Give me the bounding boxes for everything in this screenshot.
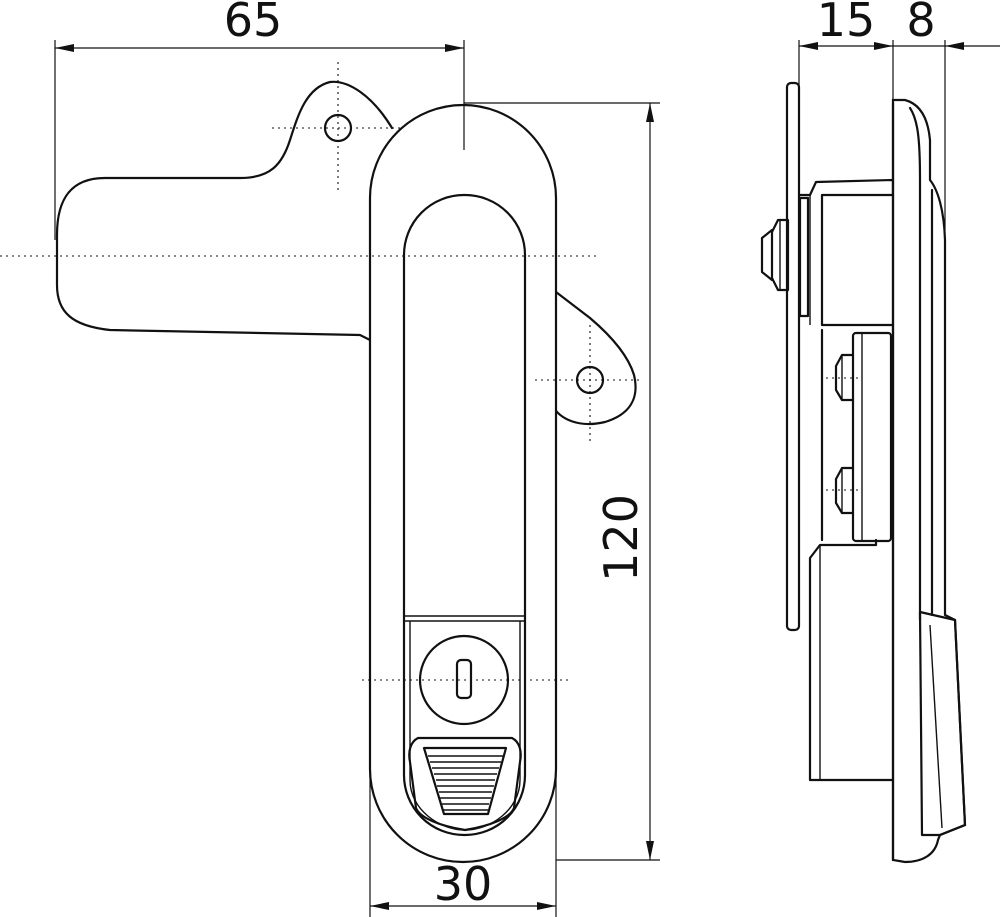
dim-width: 30 xyxy=(369,500,557,917)
center-lines xyxy=(0,62,640,681)
dim-width-label: 30 xyxy=(434,857,493,911)
handle-arm xyxy=(55,80,394,342)
dim-handle-length: 65 xyxy=(54,0,465,240)
upper-stud-tip xyxy=(760,228,774,282)
front-view xyxy=(0,62,640,864)
bracket-upper xyxy=(798,178,895,327)
push-trigger xyxy=(408,736,522,832)
upper-stud-washer xyxy=(798,196,810,318)
upper-stud-nut xyxy=(770,218,790,292)
keyhole-icon xyxy=(455,658,473,700)
side-view xyxy=(760,81,967,864)
bolt-upper xyxy=(834,353,855,402)
panel-plate xyxy=(785,81,801,632)
trigger-grip-lines xyxy=(428,755,503,811)
body-outer xyxy=(368,103,558,864)
dim-handle-length-label: 65 xyxy=(224,0,283,47)
dim-overall-height-label: 120 xyxy=(594,494,648,582)
lower-housing xyxy=(808,538,895,782)
dim-side-depth: 15 8 xyxy=(798,0,1000,230)
lower-lug xyxy=(550,290,637,426)
push-trigger-pad xyxy=(422,746,508,816)
body-profile xyxy=(891,98,967,864)
body-recess xyxy=(402,193,527,837)
side-trigger xyxy=(918,610,967,837)
dim-side-depth-a-label: 15 xyxy=(817,0,876,47)
dim-overall-height: 120 xyxy=(464,102,660,861)
dim-side-depth-b-label: 8 xyxy=(906,0,935,47)
bolt-lower xyxy=(834,466,855,515)
mid-plate xyxy=(851,331,893,543)
